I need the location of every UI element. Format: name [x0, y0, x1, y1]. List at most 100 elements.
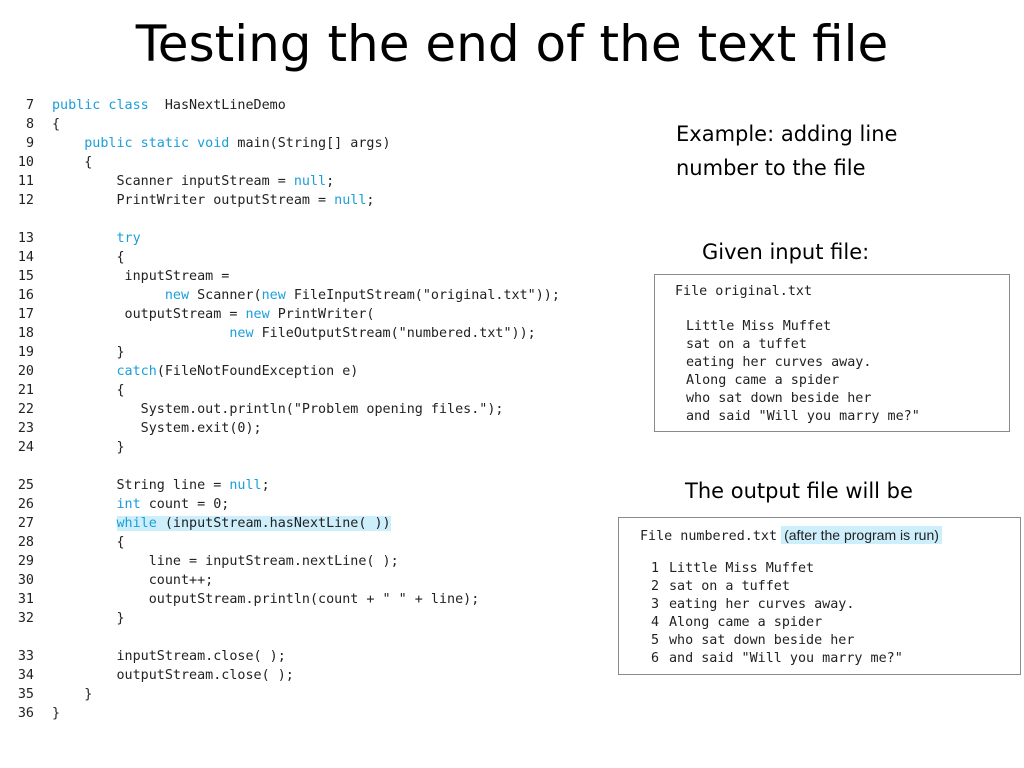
- line-number: 12: [17, 193, 34, 208]
- line-number: 9: [25, 136, 34, 151]
- output-file-header-row: File numbered.txt(after the program is r…: [640, 526, 1020, 544]
- output-line-number: 3: [651, 597, 660, 612]
- code-keyword: new: [164, 288, 190, 303]
- line-number: 20: [17, 364, 34, 379]
- output-line-text: who sat down beside her: [669, 633, 855, 648]
- code-segment: }: [52, 345, 125, 360]
- code-line: 21 {: [0, 381, 660, 400]
- code-segment: line = inputStream.nextLine( );: [52, 554, 399, 569]
- code-text: {: [52, 533, 124, 552]
- code-keyword: while: [116, 516, 157, 531]
- code-segment: }: [52, 611, 125, 626]
- code-segment: {: [52, 117, 61, 132]
- code-text: }: [52, 609, 125, 628]
- input-file-line: who sat down beside her: [686, 391, 872, 406]
- code-line: 13 try: [0, 229, 660, 248]
- code-line: 34 outputStream.close( );: [0, 666, 660, 685]
- line-number: 28: [17, 535, 34, 550]
- code-text: }: [52, 685, 92, 704]
- input-file-line: Along came a spider: [686, 373, 840, 388]
- code-segment: ;: [261, 478, 270, 493]
- code-segment: }: [52, 440, 125, 455]
- code-line: 26 int count = 0;: [0, 495, 660, 514]
- code-line: 23 System.exit(0);: [0, 419, 660, 438]
- line-number: 19: [17, 345, 34, 360]
- given-input-label: Given input file:: [702, 240, 870, 264]
- code-segment: [52, 326, 229, 341]
- line-number: 26: [17, 497, 34, 512]
- code-segment: [52, 516, 117, 531]
- slide-title: Testing the end of the text file: [135, 15, 889, 73]
- output-line-number: 1: [651, 561, 660, 576]
- code-segment: outputStream.println(count + " " + line)…: [52, 592, 480, 607]
- code-text: new FileOutputStream("numbered.txt"));: [52, 324, 535, 343]
- code-segment: ;: [366, 193, 375, 208]
- output-file-header: File numbered.txt: [640, 529, 778, 544]
- output-file-label: The output file will be: [685, 479, 913, 503]
- output-file-note: (after the program is run): [781, 526, 942, 544]
- code-keyword: public static void: [84, 136, 230, 151]
- code-segment: inputStream =: [52, 269, 230, 284]
- code-keyword: null: [229, 478, 262, 493]
- line-number: 25: [17, 478, 34, 493]
- line-number: 14: [17, 250, 34, 265]
- code-line: 27 while (inputStream.hasNextLine( )): [0, 514, 660, 533]
- code-text: {: [52, 115, 60, 134]
- output-line-number: 5: [651, 633, 660, 648]
- output-file-line: 5 who sat down beside her: [651, 632, 1020, 650]
- code-line: 12 PrintWriter outputStream = null;: [0, 191, 660, 210]
- code-text: catch(FileNotFoundException e): [52, 362, 359, 381]
- line-number: 27: [17, 516, 34, 531]
- code-keyword: null: [293, 174, 327, 189]
- code-segment: [52, 136, 84, 151]
- line-number: 11: [17, 174, 34, 189]
- code-text: {: [52, 153, 92, 172]
- code-text: new Scanner(new FileInputStream("origina…: [52, 286, 560, 305]
- code-segment: [52, 497, 117, 512]
- line-number: 30: [17, 573, 34, 588]
- line-number: 8: [25, 117, 34, 132]
- code-line: 17 outputStream = new PrintWriter(: [0, 305, 660, 324]
- code-text: while (inputStream.hasNextLine( )): [52, 514, 391, 533]
- input-file-line: eating her curves away.: [686, 355, 872, 370]
- input-file-line: and said "Will you marry me?": [686, 409, 920, 424]
- code-text: outputStream = new PrintWriter(: [52, 305, 375, 324]
- line-number: 22: [17, 402, 34, 417]
- line-number: 24: [17, 440, 34, 455]
- code-line: 15 inputStream =: [0, 267, 660, 286]
- code-text: line = inputStream.nextLine( );: [52, 552, 399, 571]
- code-segment: }: [52, 706, 61, 721]
- example-note: Example: adding line number to the file: [676, 122, 898, 180]
- code-segment: HasNextLineDemo: [148, 98, 286, 113]
- line-number: 31: [17, 592, 34, 607]
- code-segment: count++;: [52, 573, 214, 588]
- line-number: 7: [25, 98, 34, 113]
- code-segment: [52, 231, 117, 246]
- code-segment: System.exit(0);: [52, 421, 262, 436]
- code-text: outputStream.close( );: [52, 666, 293, 685]
- line-number: 33: [17, 649, 34, 664]
- code-text: System.exit(0);: [52, 419, 262, 438]
- line-number: 18: [17, 326, 34, 341]
- code-text: {: [52, 248, 124, 267]
- line-number: 16: [17, 288, 34, 303]
- code-text: {: [52, 381, 124, 400]
- code-line: 11 Scanner inputStream = null;: [0, 172, 660, 191]
- code-text: try: [52, 229, 141, 248]
- code-segment: inputStream.close( );: [52, 649, 286, 664]
- input-file-header: File original.txt: [675, 284, 813, 299]
- code-line: 18 new FileOutputStream("numbered.txt"))…: [0, 324, 660, 343]
- code-keyword: null: [334, 193, 367, 208]
- code-segment: }: [52, 687, 93, 702]
- output-line-number: 6: [651, 651, 660, 666]
- code-segment: count = 0;: [140, 497, 230, 512]
- code-line: 19 }: [0, 343, 660, 362]
- line-number: 29: [17, 554, 34, 569]
- line-number: 36: [17, 706, 34, 721]
- code-text: }: [52, 704, 60, 723]
- code-text: String line = null;: [52, 476, 270, 495]
